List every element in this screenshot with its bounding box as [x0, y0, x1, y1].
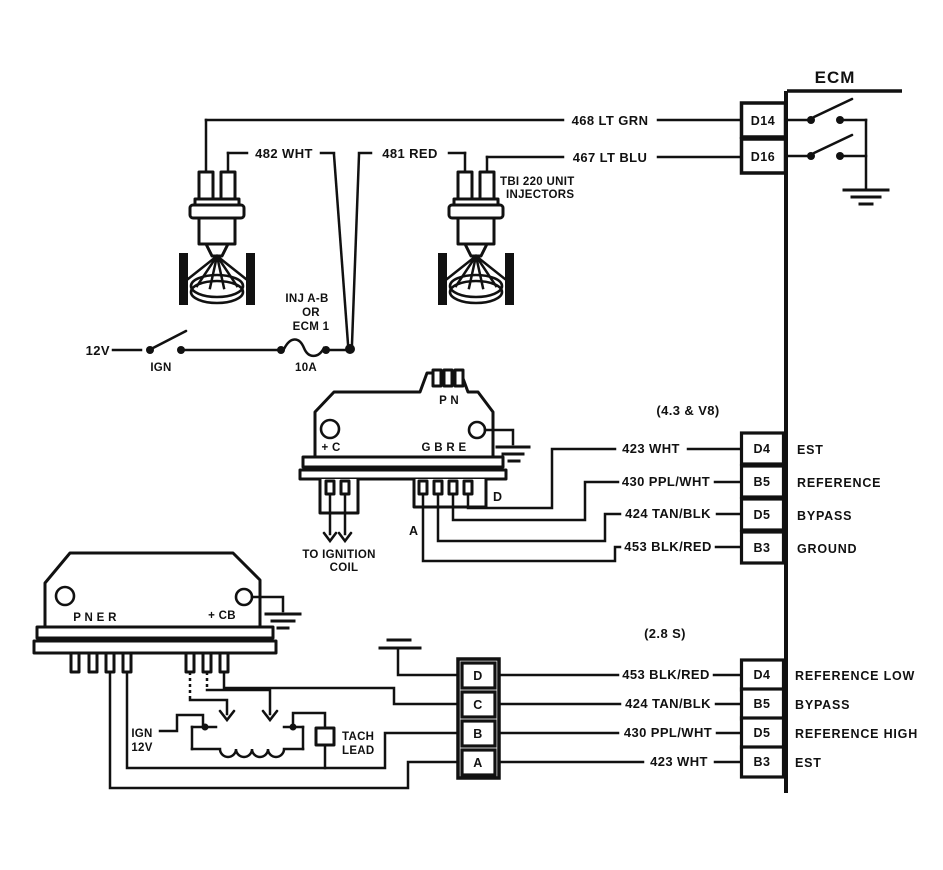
pickup-coil-icon — [190, 723, 305, 759]
block-pin-d-label: D — [473, 669, 483, 683]
pin-d16-label: D16 — [751, 150, 775, 164]
ign-switch-label: IGN — [150, 362, 171, 374]
ground-icon — [378, 638, 422, 650]
wire-467-label: 467 LT BLU — [573, 150, 648, 165]
module43-ground-lug — [467, 420, 487, 440]
ground-icon — [842, 188, 890, 206]
fuse-10a-label: 10A — [295, 362, 317, 374]
wire-423-label: 423 WHT — [622, 441, 680, 456]
ignition-module-43v8: P N + C G B R E D A TO IGNITION COI — [298, 368, 531, 574]
module28-left-label: P N E R — [73, 612, 117, 624]
tach-lead-label-1: TACH — [342, 731, 374, 743]
module28-right-label: + CB — [208, 610, 236, 622]
block-pin-a-label: A — [473, 756, 483, 770]
fn-reference-low-label: REFERENCE LOW — [795, 669, 915, 683]
pin-box-b3 — [739, 530, 786, 565]
module43-pin-d-label: D — [493, 490, 503, 504]
module43-mount-hole — [319, 418, 341, 440]
power-feed: 12V IGN 10A INJ A-B OR ECM 1 — [86, 293, 352, 374]
left-injector-icon — [179, 170, 255, 305]
pin-d14-label: D14 — [751, 114, 775, 128]
block-cell-a — [460, 748, 497, 777]
module43-pins-label: G B R E — [422, 442, 467, 454]
wire-482-label: 482 WHT — [255, 146, 313, 161]
module43-left-label: + C — [321, 442, 340, 454]
ecm-title: ECM — [815, 68, 856, 87]
fn-bypass-label: BYPASS — [797, 509, 852, 523]
ground-icon — [495, 445, 531, 463]
module43-top-pins-label: P N — [439, 395, 459, 407]
wire-468-label: 468 LT GRN — [572, 113, 649, 128]
wire-424b-label: 424 TAN/BLK — [625, 696, 711, 711]
pin-box-b5 — [739, 464, 786, 499]
pin-d4-label: D4 — [754, 442, 771, 456]
pin-d4-low-label: D4 — [754, 668, 771, 682]
ecm-connector: ECM — [784, 68, 902, 793]
coil-note-1: TO IGNITION — [302, 549, 375, 561]
pin-b5-label: B5 — [754, 475, 771, 489]
wire-453b-label: 453 BLK/RED — [622, 667, 709, 682]
tach-lead-terminal — [314, 726, 336, 747]
fn-ground-label: GROUND — [797, 542, 857, 556]
wire-481-label: 481 RED — [382, 146, 438, 161]
block-cell-b — [460, 719, 497, 748]
fuse-note-2: OR — [302, 307, 320, 319]
wire-430b-label: 430 PPL/WHT — [624, 725, 712, 740]
fn-est-label: EST — [797, 443, 824, 457]
module43-pin-a-label: A — [409, 524, 419, 538]
ecm-driver-switch-1 — [784, 97, 868, 124]
ignition-module-28s: P N E R + CB — [32, 551, 302, 674]
ign-feed-label-2: 12V — [131, 742, 152, 754]
block-cell-d — [460, 661, 497, 690]
pin-box-b3-low — [739, 745, 786, 779]
pin-box-d5-low — [739, 716, 786, 750]
fn-reference-high-label: REFERENCE HIGH — [795, 727, 918, 741]
injector-circuit: 468 LT GRN 467 LT BLU D14 D16 — [204, 97, 890, 354]
pin-box-d5 — [739, 497, 786, 532]
pin-box-d4 — [739, 431, 786, 466]
fn-reference-label: REFERENCE — [797, 476, 881, 490]
pin-b3-low-label: B3 — [754, 755, 771, 769]
fn-bypass-low-label: BYPASS — [795, 698, 850, 712]
wire-423b-label: 423 WHT — [650, 754, 708, 769]
pin-d5-low-label: D5 — [754, 726, 771, 740]
variant-43v8-label: (4.3 & V8) — [656, 403, 719, 418]
supply-12v-label: 12V — [86, 343, 110, 358]
tbi-unit-label-2: INJECTORS — [506, 189, 574, 201]
distributor-connector-block: D C B A — [456, 657, 501, 780]
module43-wiring: 423 WHT 430 PPL/WHT 424 TAN/BLK 453 BLK/… — [421, 403, 881, 565]
block-pin-c-label: C — [473, 698, 483, 712]
fn-est-low-label: EST — [795, 756, 822, 770]
pin-b3-label: B3 — [754, 541, 771, 555]
variant-28s-label: (2.8 S) — [644, 626, 686, 641]
fuse-note-1: INJ A-B — [285, 293, 328, 305]
ground-icon — [264, 612, 302, 630]
tbi-unit-label-1: TBI 220 UNIT — [500, 176, 575, 188]
coil-note-2: COIL — [330, 562, 359, 574]
module28-ecm-rows: (2.8 S) 453 BLK/RED 424 TAN/BLK 430 PPL/… — [497, 626, 918, 779]
wire-453-label: 453 BLK/RED — [624, 539, 711, 554]
tach-lead-label-2: LEAD — [342, 745, 375, 757]
wire-424-label: 424 TAN/BLK — [625, 506, 711, 521]
block-pin-b-label: B — [473, 727, 483, 741]
right-injector-icon — [438, 170, 514, 305]
pin-b5-low-label: B5 — [754, 697, 771, 711]
module28-wiring: IGN 12V TACH LEAD — [108, 638, 460, 790]
block-cell-c — [460, 690, 497, 719]
ecm-driver-switch-2 — [784, 133, 868, 160]
pin-d5-label: D5 — [754, 508, 771, 522]
fuse-note-3: ECM 1 — [293, 321, 330, 333]
module28-mount-hole — [54, 585, 76, 607]
ign-feed-label-1: IGN — [131, 728, 152, 740]
wire-430-label: 430 PPL/WHT — [622, 474, 710, 489]
module28-ground-lug — [234, 587, 254, 607]
